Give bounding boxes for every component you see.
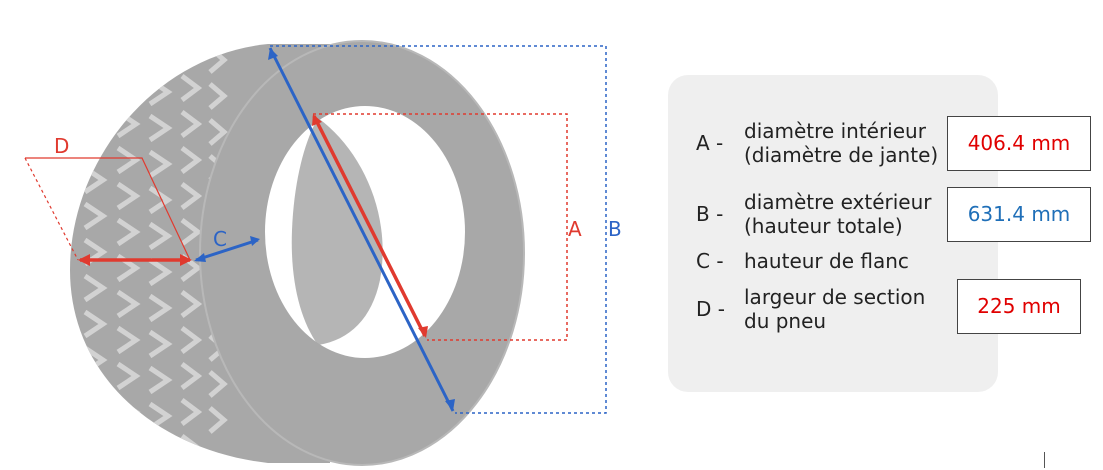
dimension-c-label: C <box>213 227 227 251</box>
legend-key: D - <box>696 297 725 321</box>
value-box-b: 631.4 mm <box>947 187 1091 242</box>
text-cursor <box>1044 452 1045 468</box>
value-box-d: 225 mm <box>957 279 1081 334</box>
dimension-b-label: B <box>608 217 622 241</box>
legend-line: du pneu <box>744 309 827 333</box>
legend-panel: A - diamètre intérieur (diamètre de jant… <box>668 75 998 392</box>
legend-description: diamètre extérieur (hauteur totale) <box>744 190 932 238</box>
rim-inner-shade <box>291 118 383 345</box>
legend-key: A - <box>696 131 724 155</box>
legend-line: (diamètre de jante) <box>744 143 939 167</box>
legend-line: diamètre extérieur <box>744 190 932 214</box>
dimension-c: C <box>194 227 260 262</box>
legend-description: largeur de section du pneu <box>744 285 925 333</box>
legend-description: diamètre intérieur (diamètre de jante) <box>744 119 938 167</box>
legend-line: largeur de section <box>744 285 926 309</box>
legend-key: B - <box>696 202 724 226</box>
dimension-a: A <box>312 113 582 341</box>
legend-line: diamètre intérieur <box>744 119 926 143</box>
dimension-a-label: A <box>568 217 582 241</box>
legend-key: C - <box>696 249 724 273</box>
legend-description: hauteur de flanc <box>744 249 909 273</box>
dimension-b: B <box>268 45 622 414</box>
dimension-d: D <box>24 134 192 266</box>
dimension-d-label: D <box>54 134 69 158</box>
value-box-a: 406.4 mm <box>947 116 1091 171</box>
legend-line: (hauteur totale) <box>744 214 903 238</box>
